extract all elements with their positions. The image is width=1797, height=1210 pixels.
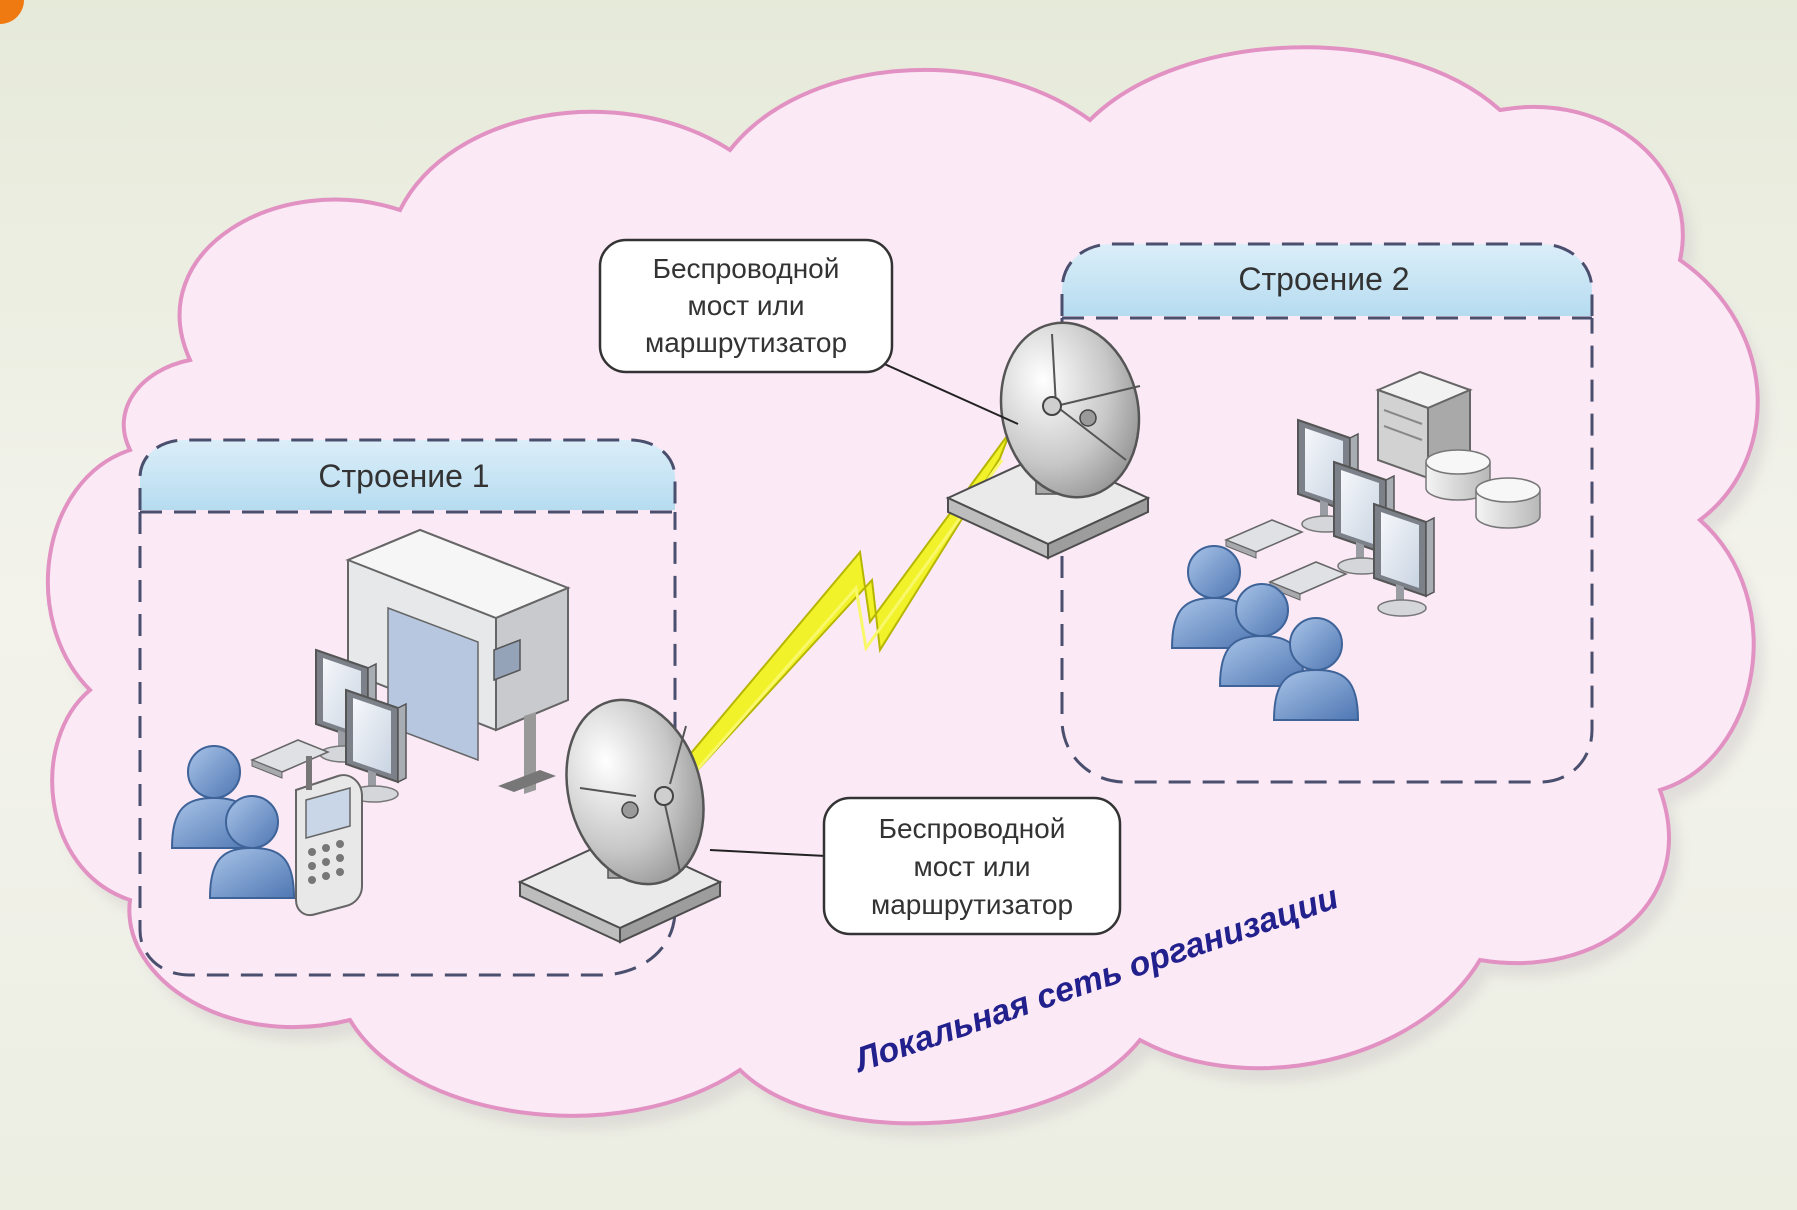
satellite-dish-icon	[947, 321, 1149, 559]
database-icon	[1475, 477, 1541, 529]
callout-top: Беспроводной мост или маршрутизатор	[598, 238, 1019, 425]
corner-accent	[0, 0, 24, 24]
callout-bottom-line1: Беспроводной	[879, 813, 1066, 844]
callout-bottom: Беспроводной мост или маршрутизатор	[709, 796, 1122, 936]
mobile-phone-icon	[295, 756, 363, 916]
callout-top-line2: мост или	[687, 290, 804, 321]
building-2-header	[1062, 244, 1592, 316]
lightning-bolt-icon	[653, 431, 1011, 802]
building-1-header	[140, 440, 675, 510]
building-2: Строение 2	[1060, 242, 1594, 784]
satellite-dish-icon	[519, 698, 721, 943]
building-1-label: Строение 1	[318, 458, 489, 494]
callout-bottom-line2: мост или	[913, 851, 1030, 882]
building-1-boundary	[138, 512, 677, 977]
building-1: Строение 1	[138, 438, 677, 977]
building-2-label: Строение 2	[1238, 261, 1409, 297]
callout-bottom-line3: маршрутизатор	[871, 889, 1073, 920]
plotter-icon	[345, 528, 571, 794]
building-2-boundary	[1060, 318, 1594, 784]
callout-top-line1: Беспроводной	[653, 253, 840, 284]
callout-top-line3: маршрутизатор	[645, 327, 847, 358]
